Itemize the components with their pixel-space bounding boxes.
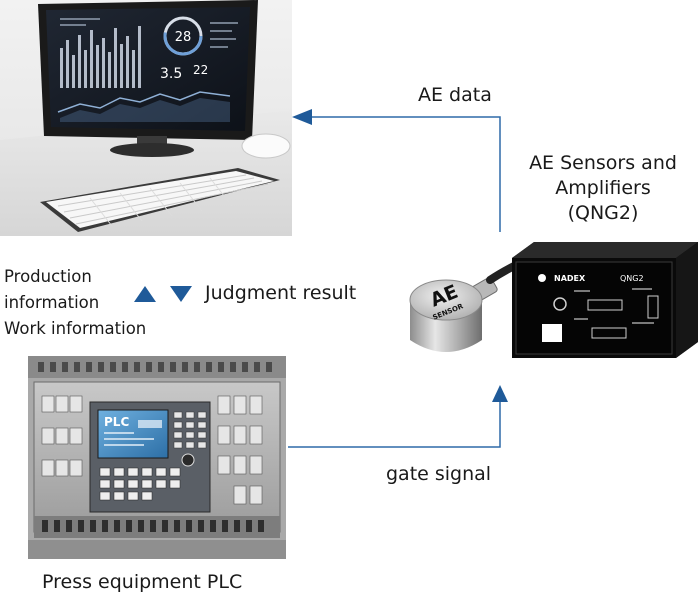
ae-data-arrowhead [292,109,312,125]
down-arrow-icon [170,286,192,302]
plc-screen-text: PLC [104,415,129,429]
computer-illustration: 28 3.5 22 [0,0,292,236]
judgment-result-label: Judgment result [205,282,357,304]
brand-logo-icon [538,274,546,282]
sensor-top [409,279,483,321]
plc-illustration: PLC [28,356,286,559]
amplifier-model: QNG2 [620,274,644,283]
gate-signal-connector [288,402,501,448]
ae-data-connector [312,116,501,232]
amplifier-knob [553,297,567,311]
amplifier-illustration: NADEX QNG2 [512,242,698,358]
up-arrow-icon [134,286,156,302]
amplifier-port [647,295,659,319]
ae-sensors-title: AE Sensors and Amplifiers (QNG2) [508,151,698,226]
press-plc-image: PLC [28,356,286,559]
gate-signal-label: gate signal [386,463,492,485]
computer-workstation-image: 28 3.5 22 [0,0,292,236]
production-info-label: Production information Work information [4,264,146,342]
readout-b: 22 [193,63,208,77]
production-line3: Work information [4,319,147,338]
monitor-screen [46,7,250,131]
amplifier-connector [591,327,627,339]
amplifier-image: NADEX QNG2 [512,242,698,360]
amplifier-brand: NADEX [554,274,586,283]
production-line1: Production [4,267,92,286]
ae-sensors-line2: Amplifiers [555,177,651,199]
ae-data-label: AE data [418,84,492,106]
production-line2: information [4,293,100,312]
dashboard-bars [60,26,141,88]
readout-a: 3.5 [160,66,182,82]
ae-sensors-line3: (QNG2) [567,202,639,224]
amplifier-label-plate [542,324,562,342]
press-plc-label: Press equipment PLC [42,571,243,593]
gate-signal-arrowhead [492,385,508,402]
ae-sensor-image: AE SENSOR [402,260,522,364]
gauge-readout: 28 [175,30,192,45]
dashboard-line [57,91,231,113]
monitor-stand [137,136,167,146]
amplifier-display [587,299,623,311]
mouse [241,133,291,159]
ae-sensor-illustration: AE SENSOR [409,260,522,352]
ae-sensors-line1: AE Sensors and [529,152,677,174]
